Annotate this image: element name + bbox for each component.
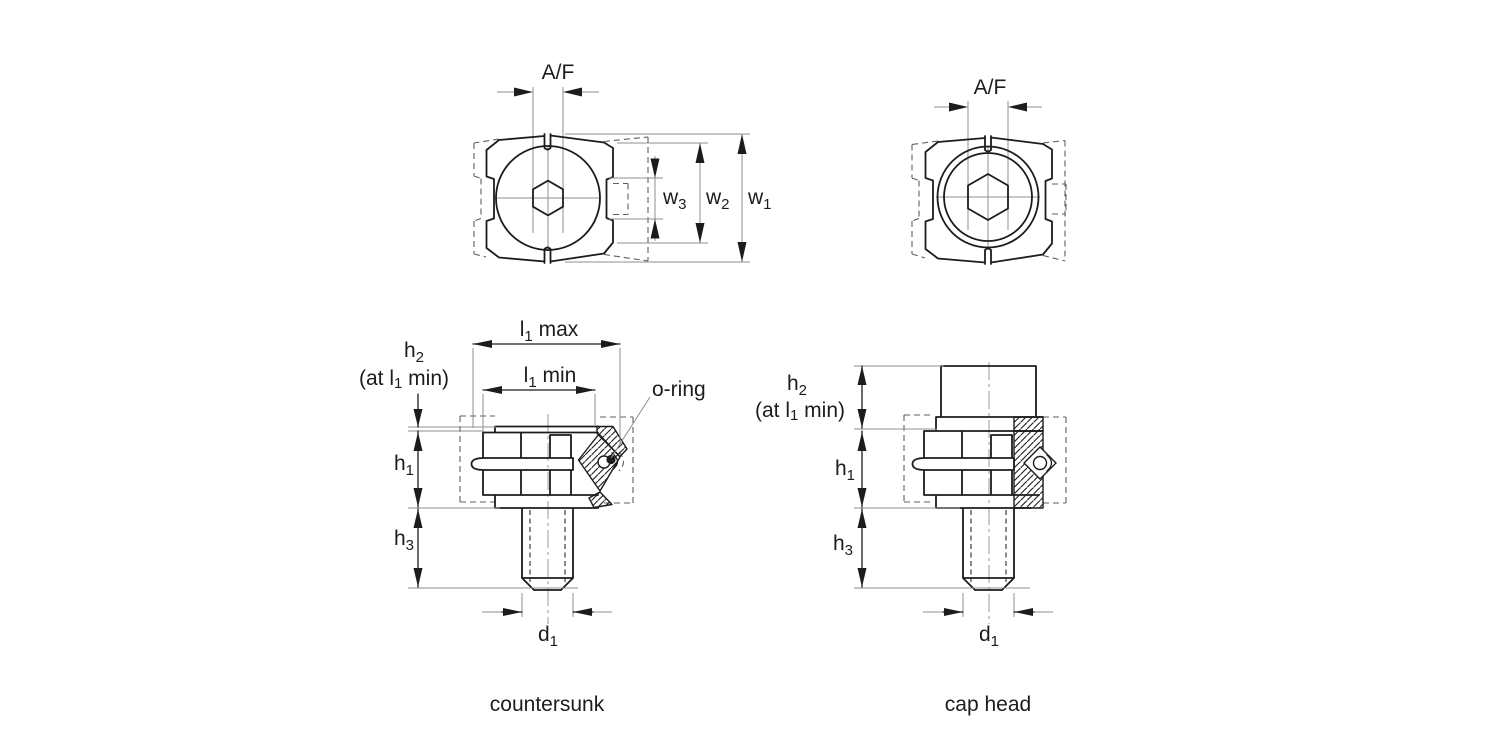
label-l1-max: l1 max [520,318,579,345]
center-lines [495,145,601,251]
clamp-body-outline [485,133,614,264]
dim-l1-min: l1 min [482,364,596,430]
label-at-l1-min: (at l1 min) [755,399,845,424]
dim-h3-left: h3 [394,507,578,589]
side-view-cap-head: h2 (at l1 min) h1 h3 d1 cap head [755,362,1067,716]
clamp-body-outline [924,135,1053,265]
phantom-outline [473,136,649,262]
top-view-countersunk: A/F w3 w2 w1 [473,61,772,264]
dim-d1-left: d1 [482,593,612,650]
caption-cap-head: cap head [945,693,1031,716]
dim-h3-right: h3 [833,507,1030,589]
label-af: A/F [542,61,575,84]
label-h3: h3 [394,527,414,554]
top-view-cap-head: A/F [911,76,1067,265]
center-lines [936,147,1040,249]
label-o-ring: o-ring [652,378,706,401]
af-extension-lines [532,87,564,233]
dim-af-left: A/F [497,61,599,97]
dim-w1: w1 [565,133,772,263]
dim-h1-left: h1 [394,430,423,508]
phantom-outline [459,415,634,504]
label-d1: d1 [538,623,558,650]
dim-w3: w3 [609,156,687,241]
label-d1: d1 [979,623,999,650]
o-ring-dot [606,454,616,465]
label-af: A/F [974,76,1007,99]
section-flange [1013,416,1044,432]
dim-h2-right: h2 (at l1 min) [755,365,944,430]
screw-head-circle [495,145,601,251]
cap-head-inner-circle [943,152,1033,242]
label-w3: w3 [662,186,687,213]
phantom-outline [911,139,1067,262]
label-l1-min: l1 min [524,364,577,391]
thread-lines [529,510,566,582]
label-w1: w1 [747,186,772,213]
dim-d1-right: d1 [923,593,1053,650]
dim-w2: w2 [617,142,730,244]
label-h2: h2 [787,372,807,399]
caption-countersunk: countersunk [490,693,605,716]
label-h1: h1 [394,452,414,479]
hex-socket [967,173,1009,221]
o-ring-section [1032,455,1048,471]
label-w2: w2 [705,186,730,213]
dim-h2-left: h2 (at l1 min) [359,339,496,432]
label-h3: h3 [833,532,853,559]
label-h1: h1 [835,457,855,484]
hex-socket [532,179,564,217]
dim-af-right: A/F [934,76,1042,112]
thread-lines [970,510,1007,582]
phantom-outline [903,414,1067,504]
label-h2: h2 [404,339,424,366]
o-ring-leader [610,396,651,459]
o-ring-bulge [1046,454,1053,472]
side-view-countersunk: o-ring l1 max l1 min h2 (at l1 min) [359,318,706,716]
clamp-side-outline [911,365,1044,591]
cap-head-outer-circle [936,145,1040,249]
clamp-side-outline [470,425,599,591]
label-at-l1-min: (at l1 min) [359,367,449,392]
dim-l1-max: l1 max [472,318,621,446]
dim-h1-right: h1 [835,430,867,508]
